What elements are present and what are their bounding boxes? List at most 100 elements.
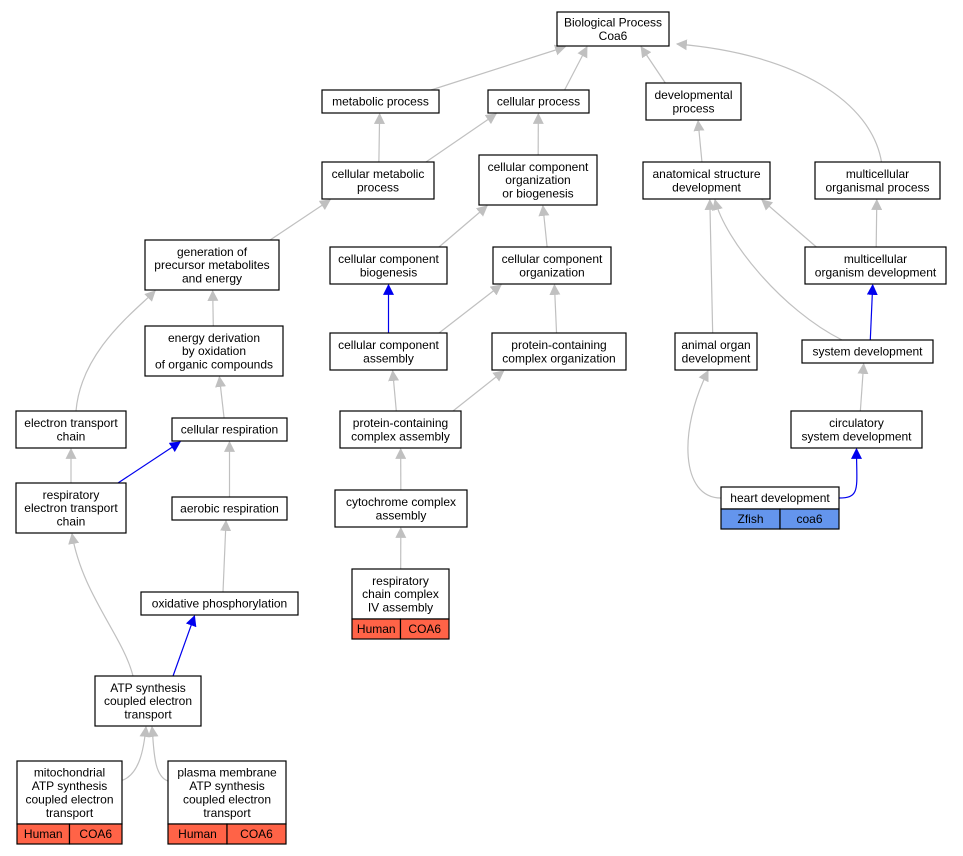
edge-atp-synthesis-coupled-to-respiratory-etc [68, 532, 134, 677]
node-box [339, 410, 462, 449]
go-term-node-oxidative-phosphorylation[interactable]: oxidative phosphorylation [140, 591, 299, 616]
node-box [814, 161, 941, 200]
node-label-line: heart development [730, 491, 830, 505]
edge-oxidative-phosphorylation-to-aerobic-respiration [220, 519, 232, 593]
node-box [94, 675, 202, 727]
edge-mito-atp-synthesis-to-atp-synthesis-coupled [119, 725, 151, 782]
node-label-line: chain complex [362, 587, 439, 601]
node-label-line: transport [203, 806, 251, 820]
node-label-line: developmental [654, 88, 732, 102]
edge-cellular-metabolic-process-to-metabolic-process [373, 112, 385, 163]
node-box [334, 489, 468, 528]
edge-circulatory-system-dev-to-system-dev [857, 362, 869, 412]
node-label-line: cytochrome complex [346, 495, 456, 509]
edge-cellular-respiration-to-energy-derivation [215, 375, 227, 419]
node-label-line: system development [812, 345, 923, 359]
edge-protein-complex-org-to-cc-organization [549, 283, 561, 334]
edge-system-dev-to-multicellular-organism-dev [866, 283, 878, 341]
node-label-line: precursor metabolites [154, 258, 269, 272]
species-badge-label: Human [178, 827, 217, 841]
node-label-line: multicellular [844, 252, 907, 266]
node-label-line: complex assembly [351, 429, 450, 443]
node-box [642, 161, 771, 200]
species-badge-label: COA6 [408, 622, 441, 636]
node-box [674, 332, 758, 371]
node-label-line: Biological Process [564, 16, 662, 30]
edge-cc-organization-to-cc-org-biogenesis [538, 204, 550, 248]
edge-metabolic-process-to-root [430, 44, 567, 91]
node-label-line: organization [505, 173, 570, 187]
node-box [144, 239, 280, 291]
node-label-line: cellular metabolic [332, 167, 425, 181]
edge-protein-complex-assembly-to-protein-complex-org [452, 370, 505, 412]
node-label-line: circulatory [829, 416, 884, 430]
node-label-line: ATP synthesis [110, 681, 186, 695]
edge-cc-biogenesis-to-cc-org-biogenesis [438, 205, 488, 248]
node-label-line: development [672, 180, 741, 194]
node-box [492, 246, 612, 285]
node-label-line: assembly [363, 351, 414, 365]
node-box [329, 332, 448, 371]
node-label-line: protein-containing [511, 338, 606, 352]
node-label-line: or biogenesis [502, 187, 573, 201]
node-label-line: mitochondrial [34, 766, 105, 780]
node-box [790, 410, 923, 449]
species-badge-label: COA6 [240, 827, 273, 841]
node-label-line: ATP synthesis [32, 779, 108, 793]
go-term-node-metabolic-process[interactable]: metabolic process [321, 89, 440, 114]
node-label-line: electron transport [24, 501, 118, 515]
node-label-line: chain [57, 515, 86, 529]
node-label-line: coupled electron [25, 792, 113, 806]
node-label-line: process [672, 101, 714, 115]
go-term-node-cellular-process[interactable]: cellular process [487, 89, 590, 114]
edge-multicellular-organismal-process-to-root [675, 39, 883, 163]
go-term-node-system-dev[interactable]: system development [801, 339, 934, 364]
species-badge-label: Human [24, 827, 63, 841]
node-label-line: animal organ [681, 338, 750, 352]
node-label-line: and energy [182, 272, 242, 286]
node-label-line: ATP synthesis [189, 779, 265, 793]
node-box [15, 482, 127, 534]
node-label-line: respiratory [43, 488, 100, 502]
node-box [140, 591, 299, 616]
node-label-line: chain [57, 429, 86, 443]
node-label-line: Coa6 [599, 29, 628, 43]
node-label-line: IV assembly [368, 601, 433, 615]
node-label-line: multicellular [846, 167, 909, 181]
node-label-line: coupled electron [183, 792, 271, 806]
node-label-line: by oxidation [182, 344, 246, 358]
edge-cellular-process-to-root [564, 46, 588, 91]
node-label-line: assembly [376, 508, 427, 522]
edge-heart-development-to-circulatory-system-dev [838, 447, 863, 499]
edges-layer [65, 39, 883, 782]
go-term-node-cellular-respiration[interactable]: cellular respiration [171, 417, 288, 442]
node-box [478, 154, 598, 206]
edge-animal-organ-dev-to-anatomical-structure-dev [704, 198, 716, 334]
go-term-node-aerobic-respiration[interactable]: aerobic respiration [171, 496, 288, 521]
